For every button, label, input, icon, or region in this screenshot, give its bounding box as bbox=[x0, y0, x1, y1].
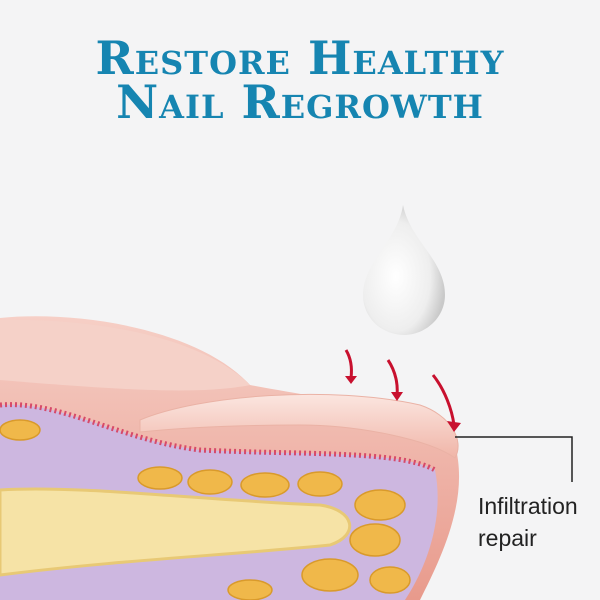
serum-droplet bbox=[363, 205, 445, 335]
arrow-head-icon bbox=[345, 376, 357, 384]
title-line-1: Restore Healthy bbox=[95, 31, 505, 85]
arrow-head-icon bbox=[391, 392, 403, 401]
bone bbox=[0, 487, 352, 577]
label-line-2: repair bbox=[478, 525, 537, 551]
fat-cells bbox=[0, 419, 411, 600]
page-title: Restore Healthy Nail Regrowth bbox=[0, 31, 600, 129]
arrow-head-icon bbox=[447, 421, 461, 432]
title-line-2: Nail Regrowth bbox=[116, 75, 484, 129]
leader-line bbox=[455, 436, 573, 482]
infiltration-repair-label: Infiltration repair bbox=[478, 490, 578, 554]
nail-plate bbox=[139, 393, 459, 459]
label-line-1: Infiltration bbox=[478, 493, 578, 519]
